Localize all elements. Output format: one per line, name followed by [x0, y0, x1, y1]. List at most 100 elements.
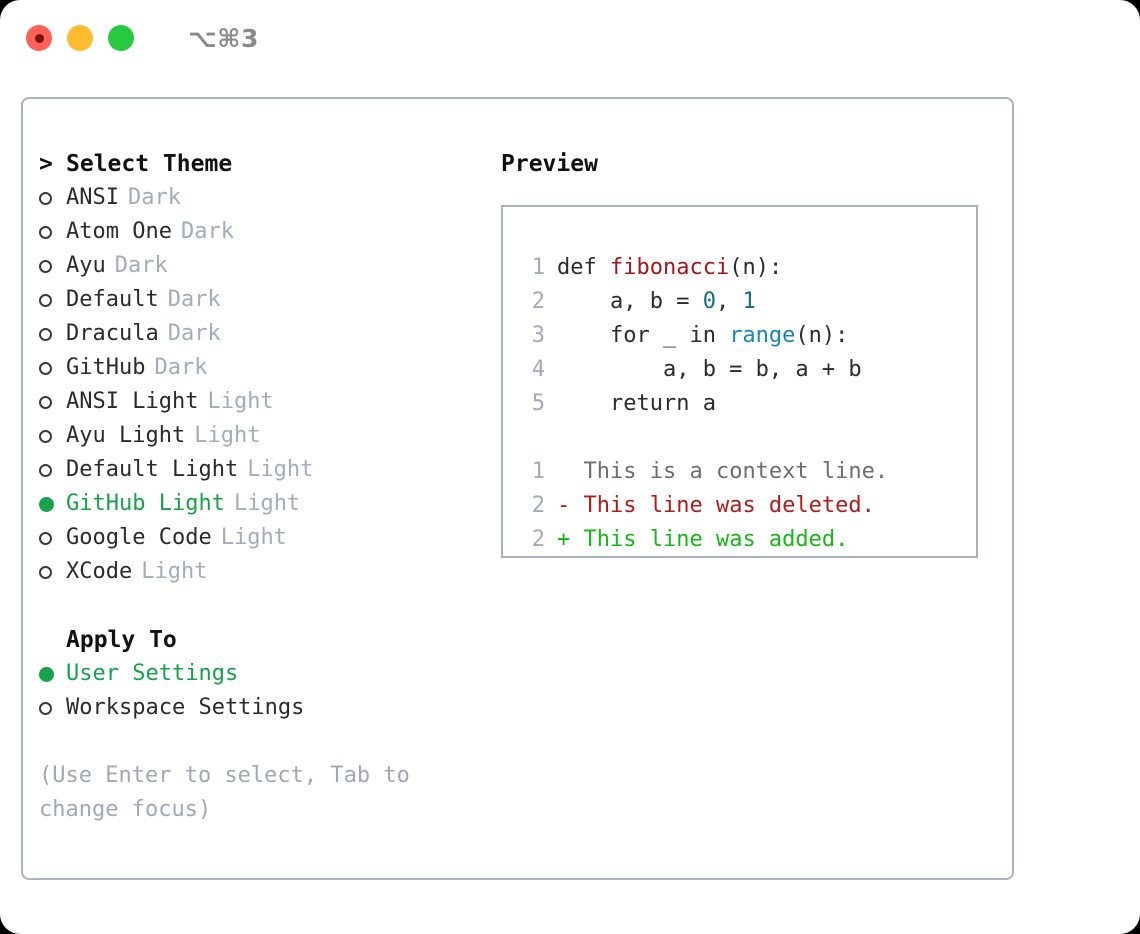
theme-tag: Dark — [127, 185, 181, 210]
select-theme-heading: > Select Theme — [39, 147, 489, 181]
list-gap — [39, 589, 489, 623]
theme-item[interactable]: Default Dark — [39, 283, 489, 317]
preview-heading: Preview — [501, 151, 598, 177]
diff-text: This line was added. — [583, 527, 849, 552]
theme-tag: Light — [247, 457, 314, 482]
code-token-plain: def — [557, 255, 610, 280]
apply-to-heading-label: Apply To — [66, 627, 177, 653]
diff-text: This is a context line. — [583, 459, 889, 484]
line-number: 2 — [531, 289, 545, 314]
theme-tag: Light — [233, 491, 301, 516]
diff-line-number: 2 — [531, 527, 545, 552]
theme-tag: Dark — [154, 355, 208, 380]
radio-empty-circle — [39, 565, 52, 579]
code-line: 4 a, b = b, a + b — [521, 353, 976, 387]
apply-to-heading: Apply To — [39, 623, 489, 657]
theme-label: ANSI — [66, 185, 119, 210]
theme-item[interactable]: Ayu Light Light — [39, 419, 489, 453]
radio-empty-circle — [39, 259, 52, 273]
code-token-num: 1 — [742, 289, 756, 314]
zoom-window-button[interactable] — [108, 25, 134, 51]
theme-label: Atom One — [66, 219, 172, 244]
theme-item[interactable]: ANSI Light Light — [39, 385, 489, 419]
code-token-plain: , — [715, 289, 743, 314]
radio-unselected-icon — [39, 565, 66, 579]
radio-unselected-icon — [39, 701, 66, 715]
theme-tag: Light — [194, 423, 261, 448]
radio-empty-circle — [39, 395, 52, 409]
caret-icon: > — [39, 151, 53, 177]
keyboard-hint-text: (Use Enter to select, Tab to change focu… — [39, 763, 410, 822]
code-token-call: range — [729, 323, 796, 348]
theme-label: GitHub — [66, 355, 146, 380]
code-line: 3 for _ in range(n): — [521, 319, 976, 353]
close-window-button[interactable] — [26, 25, 52, 51]
code-token-num: 0 — [702, 289, 716, 314]
radio-empty-circle — [39, 225, 52, 239]
diff-line: 2 + This line was added. — [521, 523, 976, 557]
title-bar: ⌥⌘3 — [0, 0, 1140, 76]
diff-line: 1 This is a context line. — [521, 455, 976, 489]
theme-item[interactable]: GitHub Light Light — [39, 487, 489, 521]
radio-unselected-icon — [39, 429, 66, 443]
diff-marker — [557, 459, 584, 484]
theme-tag: Dark — [114, 253, 168, 278]
radio-empty-circle — [39, 327, 52, 341]
radio-unselected-icon — [39, 225, 66, 239]
theme-tag: Light — [207, 389, 274, 414]
radio-unselected-icon — [39, 395, 66, 409]
radio-unselected-icon — [39, 361, 66, 375]
line-number: 4 — [531, 357, 545, 382]
apply-to-item[interactable]: Workspace Settings — [39, 691, 489, 725]
minimize-window-button[interactable] — [67, 25, 93, 51]
theme-tag: Light — [141, 559, 208, 584]
radio-empty-circle — [39, 531, 52, 545]
theme-label: Default — [66, 287, 159, 312]
radio-empty-circle — [39, 361, 52, 375]
radio-selected-icon — [39, 666, 66, 682]
code-token-plain: for _ in — [557, 323, 730, 348]
radio-filled-dot — [39, 496, 54, 512]
radio-filled-dot — [39, 666, 54, 682]
radio-unselected-icon — [39, 259, 66, 273]
theme-label: ANSI Light — [66, 389, 199, 414]
code-token-plain: a, b = — [557, 289, 703, 314]
radio-unselected-icon — [39, 463, 66, 477]
diff-marker: + — [557, 527, 584, 552]
apply-to-item[interactable]: User Settings — [39, 657, 489, 691]
theme-item[interactable]: ANSI Dark — [39, 181, 489, 215]
radio-unselected-icon — [39, 327, 66, 341]
radio-unselected-icon — [39, 293, 66, 307]
theme-tag: Dark — [167, 287, 221, 312]
diff-line: 2- This line was deleted. — [521, 489, 976, 523]
radio-unselected-icon — [39, 191, 66, 205]
radio-empty-circle — [39, 701, 52, 715]
radio-unselected-icon — [39, 531, 66, 545]
diff-text: This line was deleted. — [583, 493, 875, 518]
theme-label: Ayu Light — [66, 423, 186, 448]
keyboard-shortcut-label: ⌥⌘3 — [188, 23, 259, 53]
select-theme-heading-label: Select Theme — [66, 151, 233, 177]
diff-marker: - — [557, 493, 584, 518]
theme-tag: Dark — [167, 321, 221, 346]
theme-label: GitHub Light — [66, 491, 225, 516]
apply-to-label: User Settings — [66, 661, 239, 686]
code-token-plain: (n): — [729, 255, 783, 280]
theme-item[interactable]: GitHub Dark — [39, 351, 489, 385]
code-token-plain: a, b = b, a + b — [557, 357, 862, 382]
code-line: 2 a, b = 0, 1 — [521, 285, 976, 319]
